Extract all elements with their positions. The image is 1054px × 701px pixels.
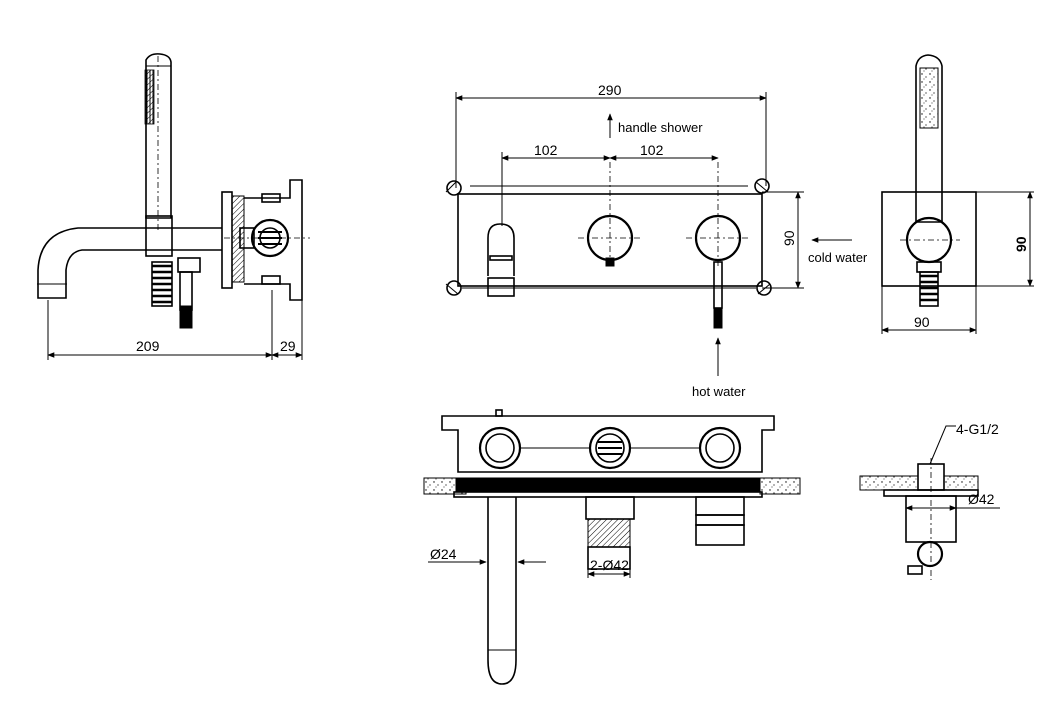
dim-90-height: 90: [1013, 236, 1029, 252]
dim-209: 209: [136, 338, 160, 354]
front-dim-90: 90: [762, 191, 804, 289]
shower-section-view: 4-G1/2 Ø42: [859, 421, 1000, 580]
label-cold-water: cold water: [808, 250, 868, 265]
dim-90-width: 90: [914, 314, 930, 330]
dim-29: 29: [280, 338, 296, 354]
front-dim-290: 290: [455, 82, 767, 188]
dim-102-right: 102: [640, 142, 664, 158]
side-lever: [151, 257, 201, 329]
dim-side-diameter: Ø42: [968, 491, 995, 507]
dim-290: 290: [598, 82, 622, 98]
cold-water-callout: cold water: [808, 237, 868, 265]
front-diverter: [578, 162, 642, 268]
label-handle-shower: handle shower: [618, 120, 703, 135]
dim-thread: 4-G1/2: [956, 421, 999, 437]
side-valve-body: [221, 179, 310, 301]
side-hand-shower: [144, 53, 172, 230]
handle-shower-callout: handle shower: [607, 113, 703, 138]
front-view: 290 102 102 handle shower 90 cold water: [445, 82, 868, 399]
front-mixer: [686, 162, 750, 329]
dim-inlet-diameter: 2-Ø42: [590, 557, 629, 573]
spray-nozzles: [144, 69, 155, 125]
front-dim-102: 102 102: [501, 142, 719, 226]
dim-102-left: 102: [534, 142, 558, 158]
top-spout: [487, 497, 517, 685]
side-view: 209 29: [37, 53, 310, 360]
dim-90: 90: [781, 230, 797, 246]
shower-cover-plate: [881, 191, 977, 287]
top-view: Ø24 2-Ø42: [423, 409, 801, 685]
side-dimensions: 209 29: [47, 290, 303, 360]
front-spout: [487, 223, 515, 297]
front-mounting-box: [445, 178, 772, 296]
shower-front-view: 90 90: [881, 54, 1034, 334]
side-spout: [37, 215, 222, 299]
label-hot-water: hot water: [692, 384, 746, 399]
dim-spout-diameter: Ø24: [430, 546, 457, 562]
hot-water-callout: hot water: [692, 337, 746, 399]
